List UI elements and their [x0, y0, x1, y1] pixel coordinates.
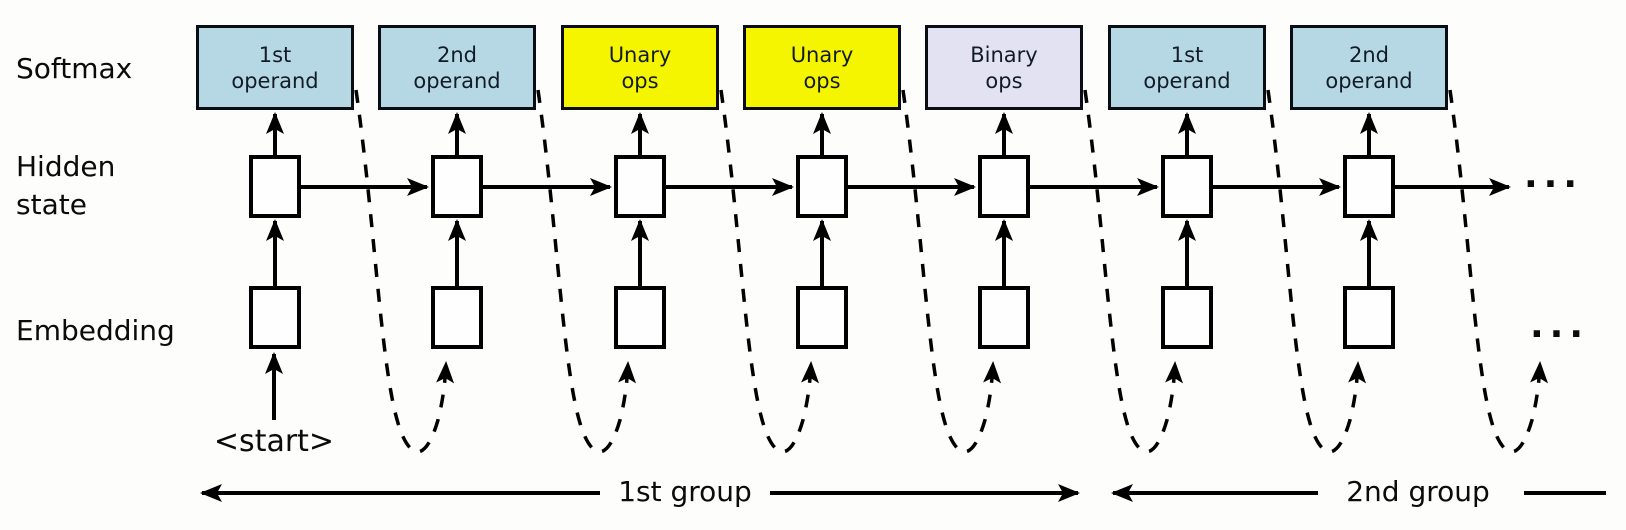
row-label-softmax: Softmax	[16, 52, 133, 85]
second-group-label: 2nd group	[1346, 475, 1490, 508]
sample-feedback-arrow-out	[1448, 89, 1549, 454]
softmax-box-1st-operand: 1st operand	[1108, 25, 1266, 110]
embedding-box	[1343, 286, 1395, 349]
sample-feedback-arrow	[1083, 89, 1184, 454]
hidden-state-box	[431, 155, 483, 218]
softmax-input-arrows	[266, 112, 1378, 156]
softmax-box-2nd-operand: 2nd operand	[1290, 25, 1448, 110]
row-label-embedding: Embedding	[16, 314, 175, 347]
hidden-state-box	[978, 155, 1030, 218]
embedding-box	[249, 286, 301, 349]
feedback-dashed-arrows	[354, 89, 1549, 454]
softmax-box-unary-ops: Unary ops	[743, 25, 901, 110]
embedding-box	[431, 286, 483, 349]
sample-feedback-arrow	[901, 89, 1002, 454]
softmax-box-unary-ops: Unary ops	[561, 25, 719, 110]
sample-feedback-arrow	[354, 89, 455, 454]
hidden-state-box	[1161, 155, 1213, 218]
hidden-state-ellipsis: ...	[1524, 155, 1584, 196]
embedding-box	[796, 286, 848, 349]
softmax-box-2nd-operand: 2nd operand	[378, 25, 536, 110]
hidden-state-box	[796, 155, 848, 218]
softmax-box-binary-ops: Binary ops	[925, 25, 1083, 110]
start-token-label: <start>	[213, 424, 335, 459]
hidden-state-box	[614, 155, 666, 218]
hidden-state-box	[1343, 155, 1395, 218]
embedding-box	[614, 286, 666, 349]
softmax-box-1st-operand: 1st operand	[196, 25, 354, 110]
hidden-input-arrows	[266, 219, 1378, 288]
sample-feedback-arrow	[719, 89, 820, 454]
sample-feedback-arrow	[1266, 89, 1367, 454]
embedding-box	[1161, 286, 1213, 349]
embedding-box	[978, 286, 1030, 349]
hidden-state-box	[249, 155, 301, 218]
embedding-ellipsis: ...	[1530, 305, 1590, 346]
first-group-label: 1st group	[618, 475, 752, 508]
sample-feedback-arrow	[536, 89, 637, 454]
row-label-hidden-state: Hidden state	[16, 150, 116, 221]
